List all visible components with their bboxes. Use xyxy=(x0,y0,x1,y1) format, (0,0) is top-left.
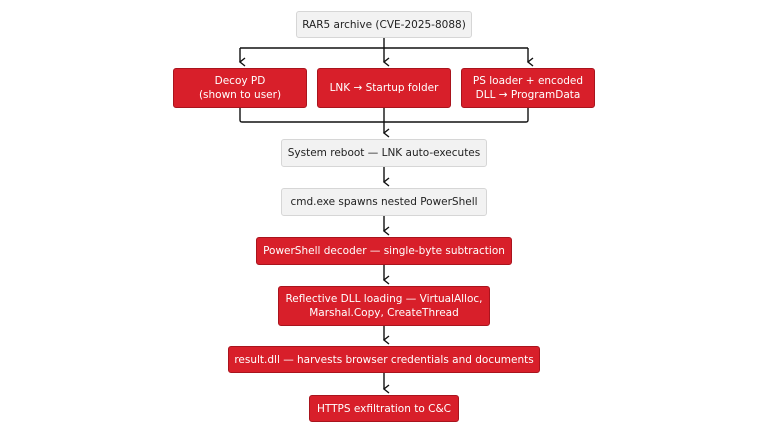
node-reflective-dll-loading: Reflective DLL loading — VirtualAlloc, M… xyxy=(278,286,490,326)
merge-connector xyxy=(239,108,529,123)
node-cmd-spawns-powershell: cmd.exe spawns nested PowerShell xyxy=(281,188,487,216)
node-decoy-pdf: Decoy PD (shown to user) xyxy=(173,68,307,108)
node-lnk-startup: LNK → Startup folder xyxy=(317,68,451,108)
node-ps-loader: PS loader + encoded DLL → ProgramData xyxy=(461,68,595,108)
node-powershell-decoder: PowerShell decoder — single-byte subtrac… xyxy=(256,237,512,265)
node-https-exfiltration: HTTPS exfiltration to C&C xyxy=(309,395,459,422)
node-rar5-archive: RAR5 archive (CVE-2025-8088) xyxy=(296,11,472,38)
split-connector xyxy=(240,38,528,49)
node-system-reboot: System reboot — LNK auto-executes xyxy=(281,139,487,167)
node-result-dll: result.dll — harvests browser credential… xyxy=(228,346,540,373)
